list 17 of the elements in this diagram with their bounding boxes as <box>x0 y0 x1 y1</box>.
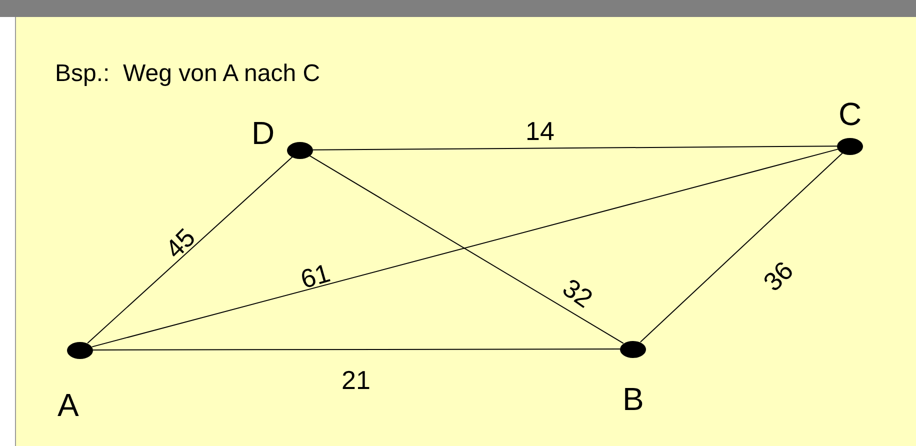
edge-line <box>640 152 844 343</box>
edge-line <box>312 146 838 150</box>
vertex-label: C <box>838 96 862 132</box>
edge-weight: 45 <box>158 222 202 264</box>
edge-line <box>92 148 838 348</box>
edge-weight: 21 <box>342 364 370 396</box>
vertex-label: D <box>252 114 275 152</box>
edge-weight: 61 <box>296 257 334 295</box>
edge-line <box>87 156 293 344</box>
edge-weight: 32 <box>556 272 598 314</box>
edge-weight: 36 <box>756 254 800 298</box>
edge-line <box>309 155 624 344</box>
vertex-label: A <box>58 386 79 424</box>
title: Bsp.: Weg von A nach C <box>55 60 320 88</box>
vertex-label: B <box>622 380 644 418</box>
edge-line <box>92 348 620 350</box>
edge-weight: 14 <box>526 116 554 146</box>
